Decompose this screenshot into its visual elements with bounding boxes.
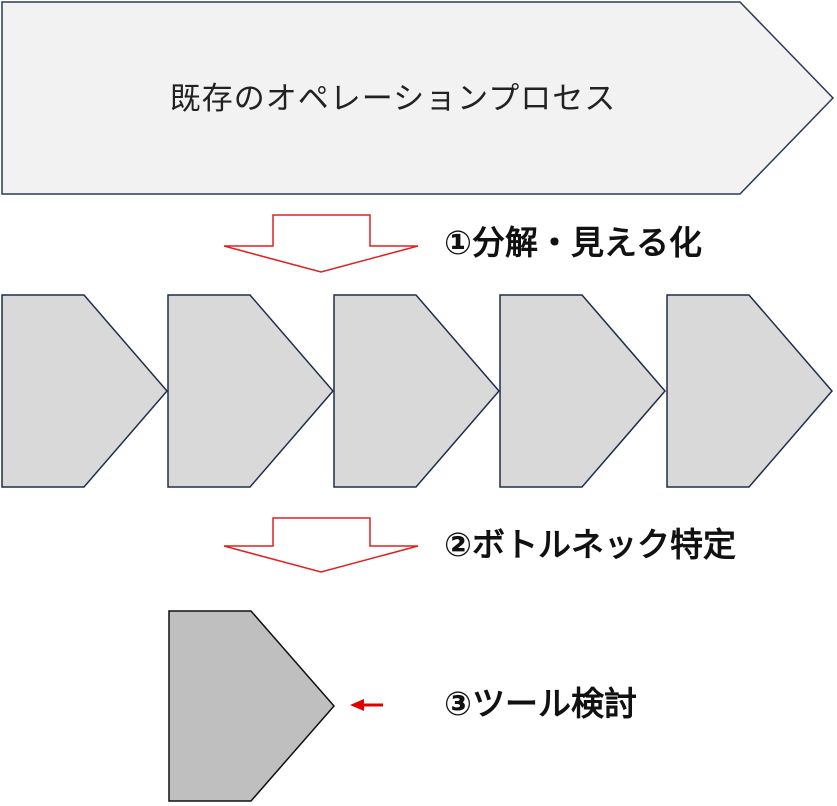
step1-label: ①分解・見える化	[444, 223, 702, 262]
step2-label: ②ボトルネック特定	[444, 525, 736, 564]
existing-process-arrow-shape	[1, 1, 835, 195]
pointer-arrow-icon	[350, 699, 383, 711]
sub-process-5	[666, 294, 833, 488]
sub-process-4	[499, 294, 666, 488]
down-arrow-1	[223, 214, 419, 273]
existing-process-arrow: 既存のオペレーションプロセス	[1, 1, 835, 195]
bottleneck-process	[168, 610, 335, 802]
sub-process-1	[1, 294, 168, 488]
existing-process-label: 既存のオペレーションプロセス	[170, 81, 616, 117]
down-arrow-2	[223, 517, 419, 573]
sub-process-row	[1, 294, 833, 488]
step3-label: ③ツール検討	[444, 684, 637, 723]
sub-process-3	[333, 294, 500, 488]
sub-process-2	[167, 294, 334, 488]
